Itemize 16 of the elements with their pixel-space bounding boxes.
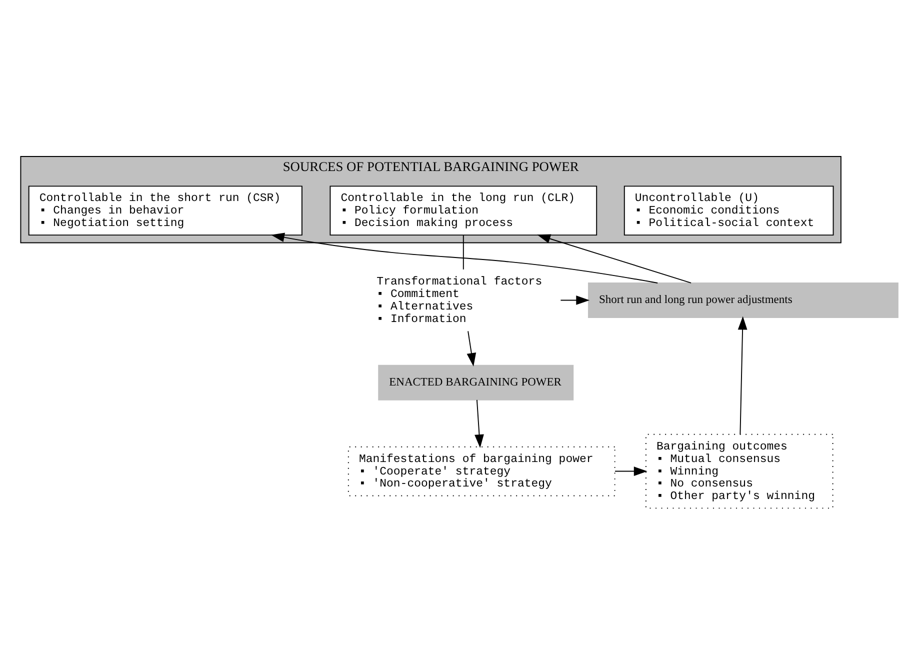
arrow <box>474 399 484 448</box>
arrow <box>614 466 648 476</box>
node-box: Short run and long run power adjustments <box>588 282 898 318</box>
arrow <box>537 234 692 284</box>
node-text: Transformational factors ▪ Commitment ▪ Alternatives ▪ Information <box>376 276 542 326</box>
node-box: Manifestations of bargaining power ▪ 'Cooperate' strategy ▪ 'Non-cooperative' strategy <box>348 446 616 496</box>
node-box: Uncontrollable (U) ▪ Economic conditions ▪ Political-social context <box>624 186 834 236</box>
node-box: ENACTED BARGAINING POWER <box>378 364 574 400</box>
node-box: Controllable in the short run (CSR) ▪ Changes in behavior ▪ Negotiation setting <box>28 186 302 236</box>
node-box: Bargaining outcomes ▪ Mutual consensus ▪ Winning ▪ No consensus ▪ Other party's winning <box>645 434 834 509</box>
arrow <box>270 232 658 284</box>
connector <box>462 234 464 270</box>
arrow <box>738 316 748 435</box>
node-box: Controllable in the long run (CLR) ▪ Policy formulation ▪ Decision making process <box>330 186 598 236</box>
arrow <box>560 296 590 305</box>
arrow <box>466 330 476 366</box>
